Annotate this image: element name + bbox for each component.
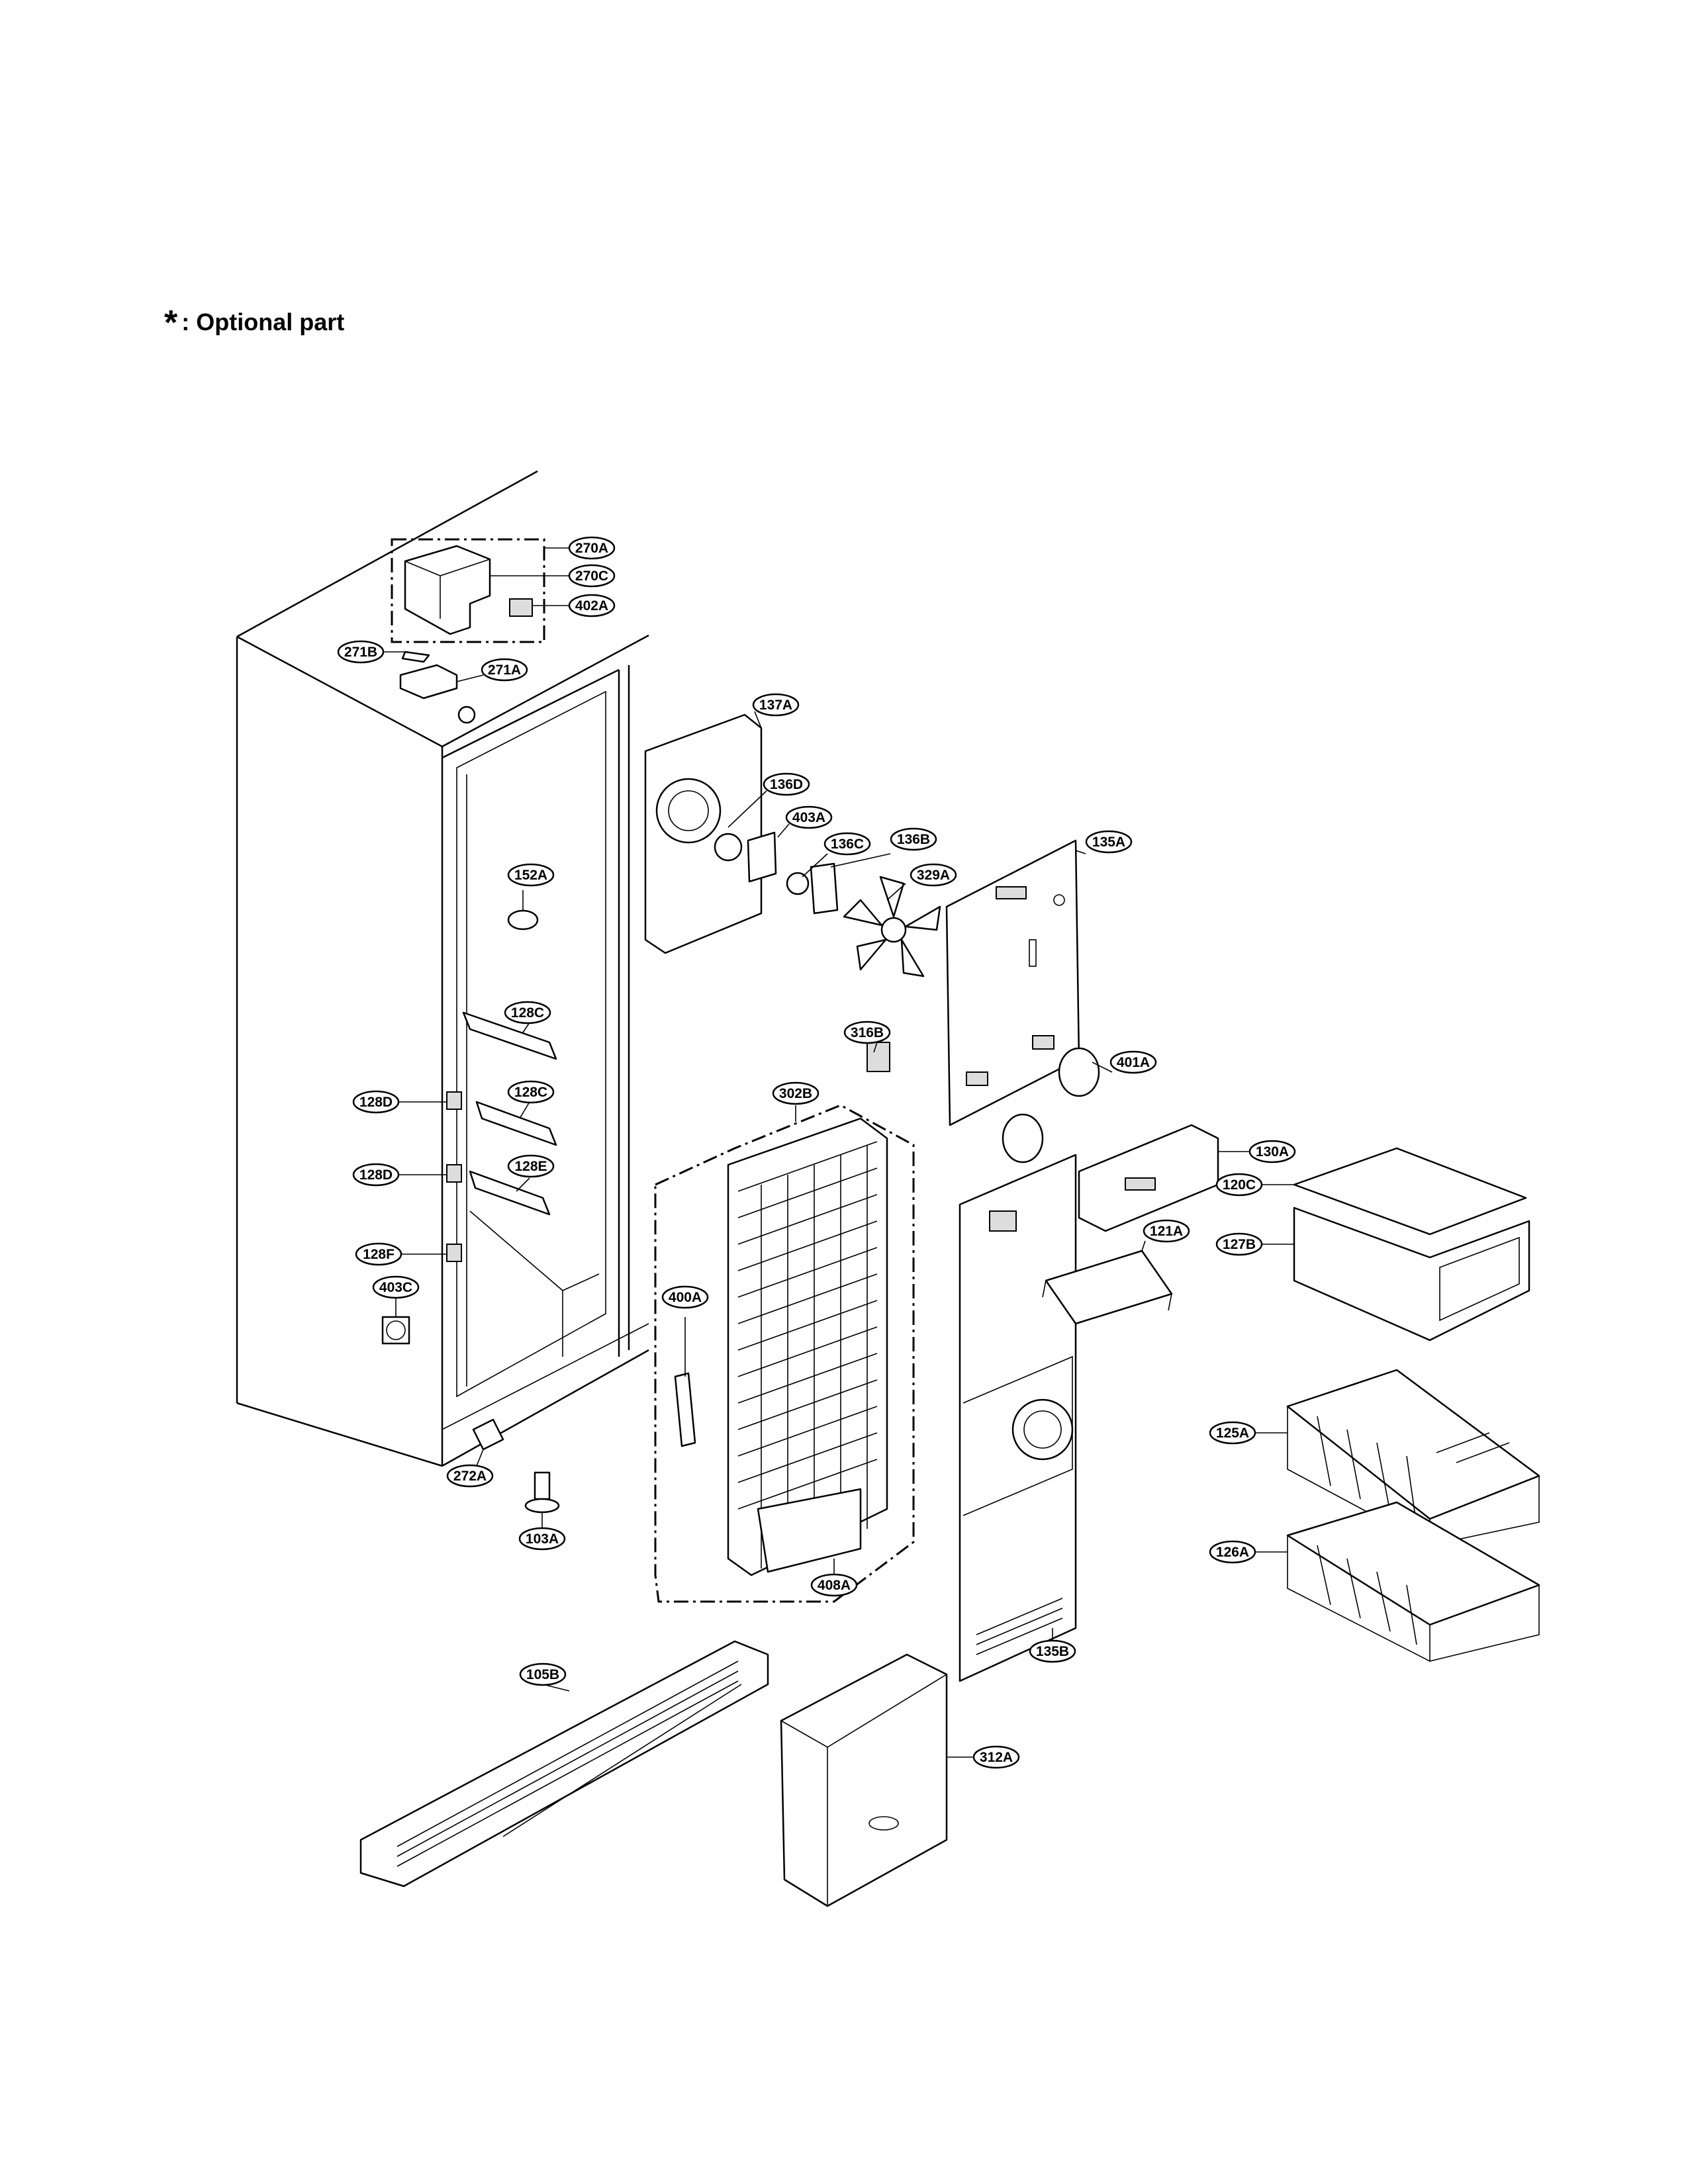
callout-127b: 127B bbox=[1215, 1232, 1263, 1256]
callout-125a: 125A bbox=[1209, 1421, 1256, 1445]
callout-135a: 135A bbox=[1085, 830, 1133, 854]
callout-label: 135B bbox=[1036, 1644, 1069, 1659]
callout-128c-lower: 128C bbox=[507, 1080, 555, 1104]
callout-105b: 105B bbox=[519, 1662, 567, 1686]
bracket-parts bbox=[399, 651, 476, 724]
callout-label: 302B bbox=[779, 1086, 812, 1101]
callout-label: 403A bbox=[792, 810, 825, 825]
callout-136d: 136D bbox=[763, 772, 810, 796]
callout-label: 130A bbox=[1256, 1144, 1289, 1160]
callout-135b: 135B bbox=[1029, 1639, 1076, 1663]
callout-label: 128F bbox=[363, 1247, 395, 1262]
optional-part-text: : Optional part bbox=[181, 308, 345, 336]
callout-312a: 312A bbox=[972, 1745, 1020, 1769]
callout-402a: 402A bbox=[568, 594, 616, 617]
callout-130a: 130A bbox=[1248, 1140, 1296, 1163]
cabinet-outline bbox=[236, 470, 649, 1467]
callout-label: 400A bbox=[669, 1290, 702, 1305]
optional-asterisk: * bbox=[164, 304, 178, 342]
callout-label: 128E bbox=[514, 1159, 547, 1174]
lower-basket bbox=[1286, 1501, 1540, 1662]
callout-label: 312A bbox=[980, 1750, 1013, 1765]
drain-duct bbox=[780, 1653, 948, 1907]
shelf-rails bbox=[381, 909, 560, 1514]
callout-label: 128D bbox=[359, 1095, 393, 1110]
callout-label: 403C bbox=[379, 1280, 412, 1295]
callout-label: 135A bbox=[1092, 835, 1125, 850]
lamp-cover bbox=[1078, 1124, 1219, 1232]
callout-272a: 272A bbox=[446, 1464, 494, 1488]
rear-panel bbox=[959, 1154, 1077, 1682]
callout-label: 127B bbox=[1223, 1237, 1256, 1252]
callout-label: 408A bbox=[818, 1578, 851, 1593]
callout-128e: 128E bbox=[507, 1154, 555, 1178]
wire-rack bbox=[1042, 1250, 1173, 1325]
callout-126a: 126A bbox=[1209, 1540, 1256, 1564]
callout-label: 103A bbox=[526, 1531, 559, 1547]
callout-label: 271A bbox=[488, 662, 521, 678]
callout-label: 401A bbox=[1117, 1055, 1150, 1070]
callout-270c: 270C bbox=[568, 564, 616, 588]
callout-401a: 401A bbox=[1109, 1050, 1157, 1074]
evaporator-assembly bbox=[654, 1042, 915, 1603]
callout-121a: 121A bbox=[1143, 1219, 1190, 1243]
callout-136b: 136B bbox=[890, 827, 937, 851]
callout-label: 271B bbox=[344, 645, 377, 660]
callout-128d-lower: 128D bbox=[352, 1163, 400, 1187]
callout-label: 128D bbox=[359, 1167, 393, 1183]
callout-329a: 329A bbox=[910, 863, 957, 887]
callout-408a: 408A bbox=[810, 1573, 858, 1597]
callout-label: 270C bbox=[575, 569, 608, 584]
fan-cover-plate bbox=[945, 839, 1080, 1126]
tray-drawer bbox=[1293, 1147, 1530, 1342]
upper-basket bbox=[1286, 1369, 1540, 1547]
callout-120c: 120C bbox=[1215, 1173, 1263, 1197]
fan-housing bbox=[644, 713, 839, 954]
callout-403a: 403A bbox=[785, 805, 833, 829]
callout-302b: 302B bbox=[772, 1081, 820, 1105]
callout-128f: 128F bbox=[355, 1242, 402, 1266]
optional-part-legend: *: Optional part bbox=[164, 303, 344, 343]
callout-label: 270A bbox=[575, 541, 608, 556]
callout-label: 128C bbox=[511, 1005, 544, 1021]
callout-label: 316B bbox=[851, 1025, 884, 1040]
callout-270a: 270A bbox=[568, 536, 616, 560]
drain-pan bbox=[359, 1640, 769, 1888]
callout-label: 136B bbox=[897, 832, 930, 847]
callout-label: 120C bbox=[1223, 1177, 1256, 1193]
callout-label: 126A bbox=[1216, 1545, 1249, 1560]
callout-400a: 400A bbox=[661, 1285, 709, 1309]
callout-136c: 136C bbox=[823, 832, 871, 856]
callout-271b: 271B bbox=[337, 640, 385, 664]
callout-label: 402A bbox=[575, 598, 608, 614]
ice-maker-box bbox=[391, 538, 545, 643]
leader-lines bbox=[383, 547, 1294, 1758]
callout-316b: 316B bbox=[843, 1021, 891, 1044]
callout-label: 152A bbox=[514, 868, 547, 883]
callout-103a: 103A bbox=[518, 1527, 566, 1551]
callout-label: 329A bbox=[917, 868, 950, 883]
fan-blade bbox=[843, 876, 941, 978]
callout-152a: 152A bbox=[507, 863, 555, 887]
callout-137a: 137A bbox=[752, 693, 800, 717]
callout-label: 272A bbox=[453, 1469, 487, 1484]
callout-403c: 403C bbox=[372, 1275, 420, 1299]
callout-label: 121A bbox=[1150, 1224, 1183, 1239]
callout-label: 128C bbox=[514, 1085, 547, 1100]
callout-label: 105B bbox=[526, 1667, 559, 1682]
callout-128c-upper: 128C bbox=[504, 1001, 551, 1024]
callout-271a: 271A bbox=[481, 658, 528, 682]
callout-128d-upper: 128D bbox=[352, 1090, 400, 1114]
callout-label: 136D bbox=[770, 777, 803, 792]
callout-label: 125A bbox=[1216, 1426, 1249, 1441]
callout-label: 137A bbox=[759, 698, 792, 713]
callout-label: 136C bbox=[831, 837, 864, 852]
lamp-bulbs bbox=[1002, 1047, 1100, 1163]
